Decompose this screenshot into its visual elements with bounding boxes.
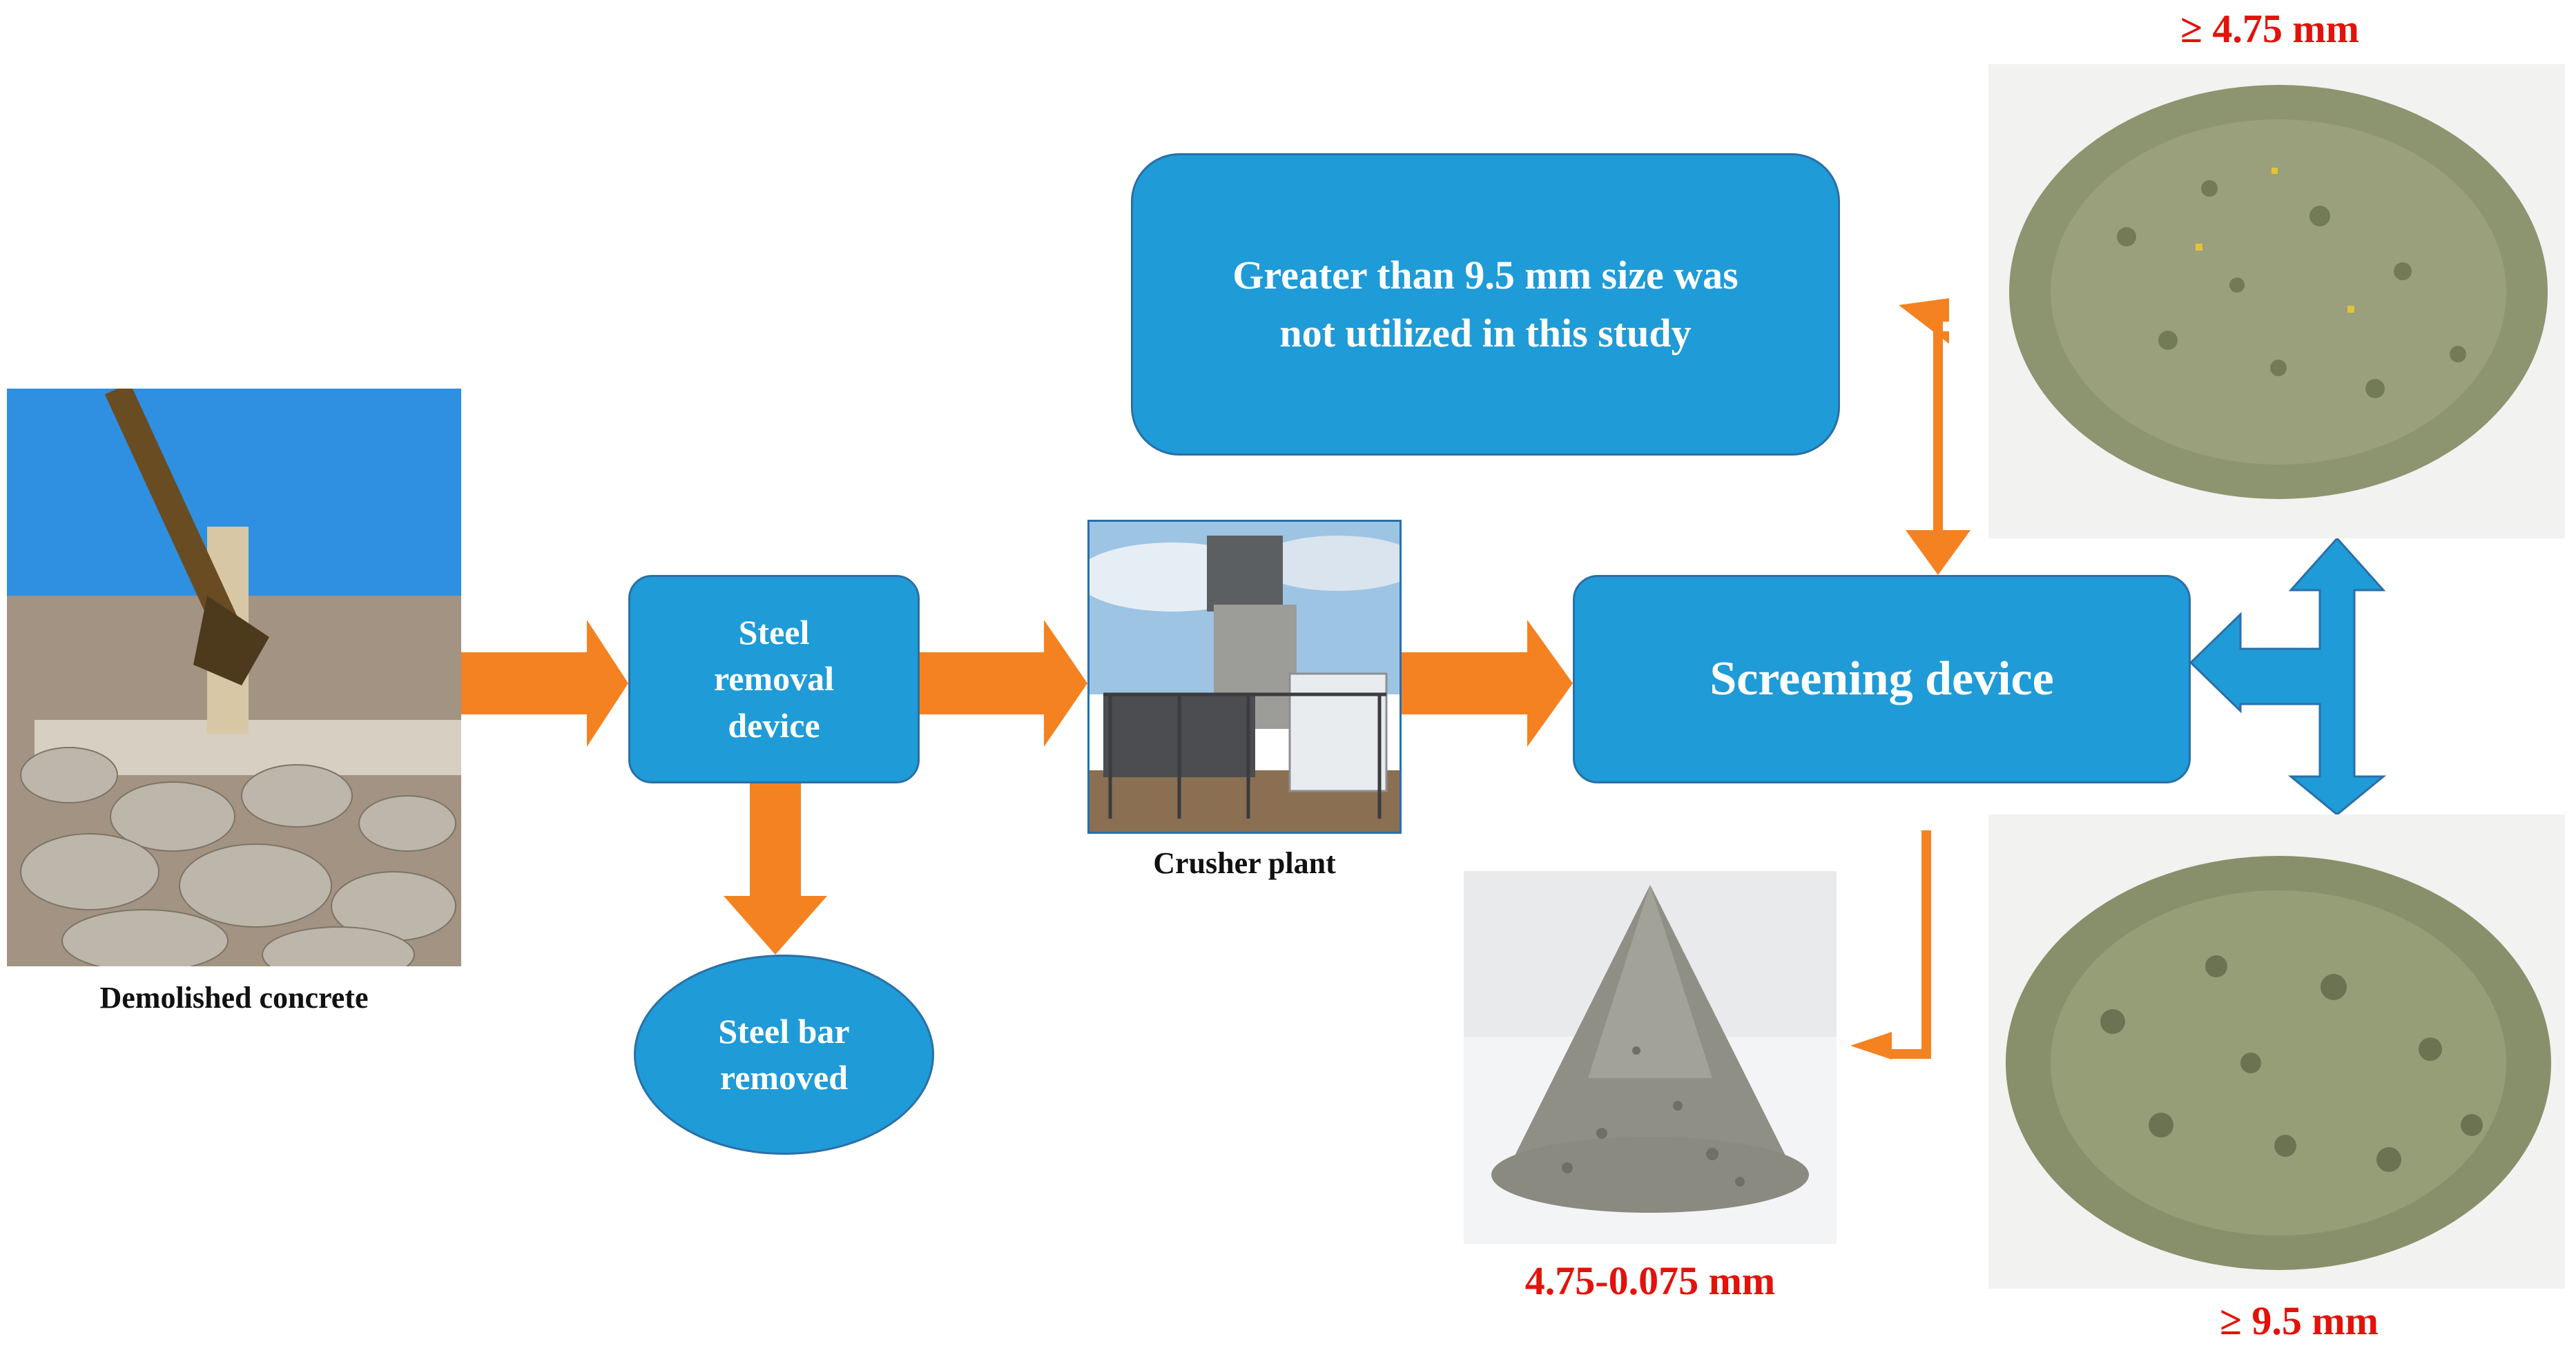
arrow-crusher-to-screening	[1402, 620, 1573, 747]
aggregate-4-75mm-photo	[1988, 64, 2565, 538]
arrow-steel-removal-to-crusher	[920, 620, 1087, 747]
caption-demolished-concrete: Demolished concrete	[99, 981, 369, 1015]
caption-aggregate-4-75: ≥ 4.75 mm	[2180, 6, 2359, 51]
aggregate-9-5mm-photo	[1988, 814, 2565, 1289]
node-not-utilized: Greater than 9.5 mm size was not utilize…	[1131, 153, 1840, 456]
arrow-screening-to-coarse-aggregates	[2189, 536, 2387, 816]
arrow-demolished-to-steel-removal	[461, 620, 628, 747]
fine-aggregate-pile-photo	[1464, 871, 1837, 1244]
crusher-plant-photo	[1087, 520, 1402, 834]
caption-crusher-plant: Crusher plant	[1153, 846, 1336, 880]
arrow-steel-removal-to-bar-removed	[724, 783, 827, 955]
node-screening-device: Screening device	[1573, 575, 2191, 783]
caption-fine-aggregate: 4.75-0.075 mm	[1524, 1258, 1776, 1303]
node-steel-removal-device: Steel removal device	[628, 575, 920, 783]
demolished-concrete-photo	[7, 389, 461, 966]
caption-aggregate-9-5: ≥ 9.5 mm	[2220, 1298, 2379, 1343]
arrow-screening-to-fine-aggregate	[1850, 785, 1944, 1060]
arrow-screening-to-not-utilized	[1899, 298, 1970, 575]
node-steel-bar-removed: Steel bar removed	[634, 955, 934, 1155]
